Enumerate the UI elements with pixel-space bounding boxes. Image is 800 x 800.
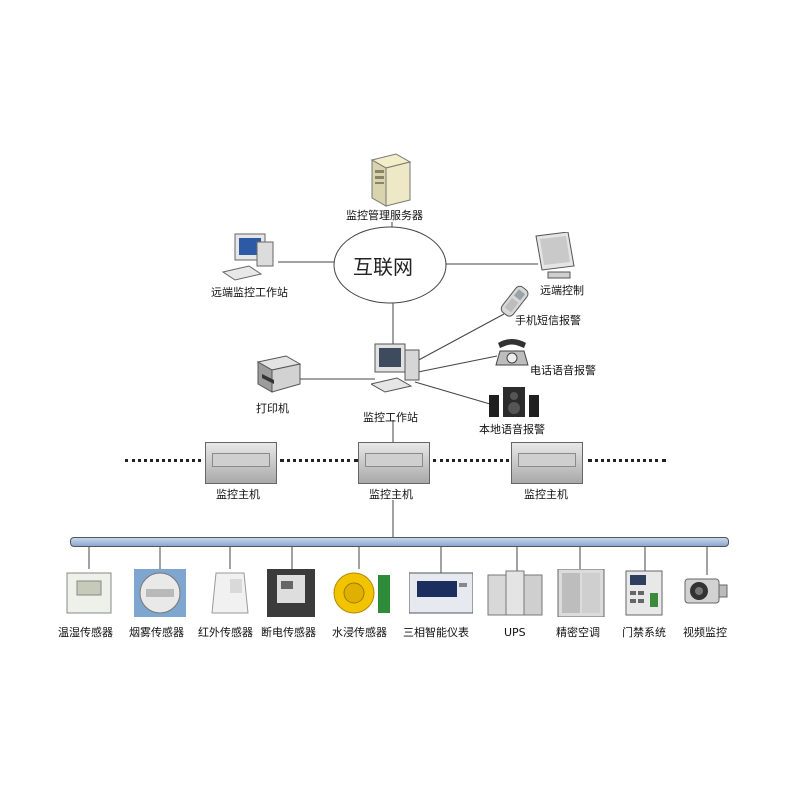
- device-label: 精密空调: [556, 626, 600, 639]
- field-bus: [70, 537, 729, 547]
- ups-icon: [486, 569, 534, 617]
- server-label: 监控管理服务器: [346, 209, 423, 222]
- temp-humidity-sensor-icon: [65, 569, 113, 617]
- printer-label: 打印机: [256, 402, 289, 415]
- sms-alarm-label: 手机短信报警: [515, 314, 581, 327]
- three-phase-meter-icon: [409, 569, 457, 617]
- device-label: 红外传感器: [198, 626, 253, 639]
- dotted-chain: [433, 459, 509, 462]
- workstation-icon: [371, 342, 425, 398]
- internet-label: 互联网: [338, 251, 428, 280]
- dotted-chain: [125, 459, 201, 462]
- device-label: 视频监控: [683, 626, 727, 639]
- video-camera-icon: [679, 569, 727, 617]
- printer-icon: [252, 350, 304, 400]
- device-label: 门禁系统: [622, 626, 666, 639]
- dotted-chain: [280, 459, 358, 462]
- remote-workstation-label: 远端监控工作站: [211, 286, 288, 299]
- power-failure-sensor-icon: [267, 569, 315, 617]
- monitoring-host-icon: [205, 442, 277, 484]
- line-workstation-phone: [418, 356, 497, 372]
- local-audio-alarm-label: 本地语音报警: [479, 423, 545, 436]
- host-label: 监控主机: [524, 488, 568, 501]
- server-icon: [362, 152, 412, 212]
- device-label: 断电传感器: [261, 626, 316, 639]
- device-label: 温湿传感器: [58, 626, 113, 639]
- device-label: 烟雾传感器: [129, 626, 184, 639]
- host-label: 监控主机: [216, 488, 260, 501]
- smoke-sensor-icon: [134, 569, 182, 617]
- device-label: 三相智能仪表: [403, 626, 469, 639]
- dotted-chain: [588, 459, 666, 462]
- infrared-sensor-icon: [208, 569, 256, 617]
- host-label: 监控主机: [369, 488, 413, 501]
- access-control-icon: [622, 569, 670, 617]
- device-label: UPS: [504, 626, 526, 639]
- remote-control-label: 远端控制: [540, 284, 584, 297]
- remote-workstation-icon: [221, 232, 279, 286]
- workstation-label: 监控工作站: [363, 411, 418, 424]
- phone-alarm-label: 电话语音报警: [530, 364, 596, 377]
- speaker-icon: [487, 385, 543, 425]
- line-workstation-speaker: [415, 382, 490, 404]
- monitoring-host-icon: [511, 442, 583, 484]
- device-label: 水浸传感器: [332, 626, 387, 639]
- monitoring-host-icon: [358, 442, 430, 484]
- telephone-icon: [494, 335, 530, 371]
- line-workstation-sms: [415, 314, 504, 362]
- remote-control-monitor-icon: [532, 232, 578, 286]
- precision-ac-icon: [556, 569, 604, 617]
- water-leak-sensor-icon: [332, 569, 380, 617]
